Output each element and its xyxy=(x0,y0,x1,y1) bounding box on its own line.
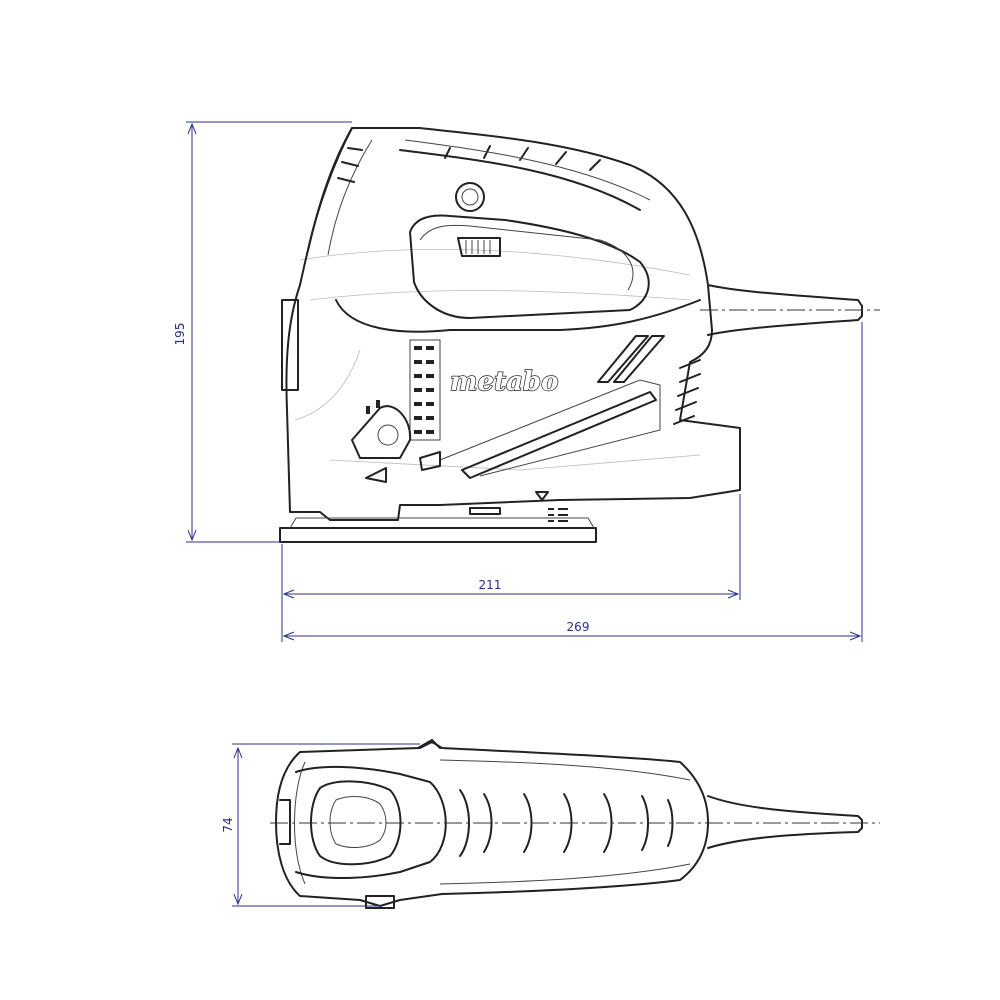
blade-guard xyxy=(419,451,441,471)
top-ribs xyxy=(337,145,601,183)
top-rear-knob xyxy=(310,780,402,866)
base-plate-rim xyxy=(289,517,595,529)
lock-button-inner xyxy=(461,188,479,206)
top-stripe-lower xyxy=(439,863,691,885)
rear-grip-cap-inner xyxy=(327,139,373,256)
pendulum-arrow xyxy=(365,467,387,483)
vent-slots-right xyxy=(673,359,701,425)
lock-button xyxy=(455,182,485,212)
front-housing-section xyxy=(335,299,701,333)
housing-outline xyxy=(285,127,741,521)
length-overall-dimension-label: 269 xyxy=(567,620,590,634)
brand-logo: metabo xyxy=(450,367,558,397)
logo-stripe-a xyxy=(597,335,649,383)
height-dimension-label: 195 xyxy=(173,323,187,346)
top-rear-cap xyxy=(295,765,447,879)
ventilation-grid-left xyxy=(409,339,441,441)
rear-grip-cap xyxy=(307,127,353,251)
blade-direction-arrow xyxy=(535,491,549,501)
height-dimension: 195 xyxy=(173,121,352,543)
pendulum-dial xyxy=(351,405,412,459)
length-overall-dimension: 269 xyxy=(282,322,863,642)
pendulum-dial-hub xyxy=(377,424,399,446)
side-view-ghost-lines xyxy=(294,248,701,471)
top-stripe-2 xyxy=(404,139,651,201)
pendulum-marker-1 xyxy=(366,406,370,414)
rear-knob xyxy=(281,299,299,391)
top-rear-knob-inner xyxy=(329,796,387,848)
width-dimension: 74 xyxy=(221,743,420,907)
top-front-button xyxy=(365,895,395,909)
logo-stripe-b xyxy=(613,335,665,383)
width-dimension-label: 74 xyxy=(221,817,235,832)
top-stripe xyxy=(399,149,641,211)
side-vent-stripe xyxy=(461,391,657,479)
length-inner-dimension: 211 xyxy=(281,494,741,642)
side-view-jigsaw: metabo xyxy=(279,127,880,543)
top-cable-strain-relief xyxy=(707,795,863,849)
handle-cutout xyxy=(409,214,650,319)
trigger-ribs xyxy=(465,240,491,254)
trigger xyxy=(457,237,501,257)
top-rear-clip xyxy=(417,739,441,749)
top-side-clip xyxy=(279,799,291,845)
handle-inner xyxy=(419,224,634,291)
length-inner-dimension-label: 211 xyxy=(479,578,502,592)
base-plate xyxy=(279,527,597,543)
top-housing-inner xyxy=(294,761,306,885)
top-stripe-upper xyxy=(439,759,691,781)
cable-strain-relief xyxy=(707,284,863,336)
base-plate-slot xyxy=(469,507,501,515)
side-vent-stripe-2 xyxy=(439,379,661,477)
top-view-jigsaw xyxy=(270,739,880,909)
pendulum-marker-2 xyxy=(376,400,380,408)
vent-slots-left xyxy=(414,346,434,434)
top-housing-outline xyxy=(275,741,709,907)
scale-ticks xyxy=(548,508,568,522)
